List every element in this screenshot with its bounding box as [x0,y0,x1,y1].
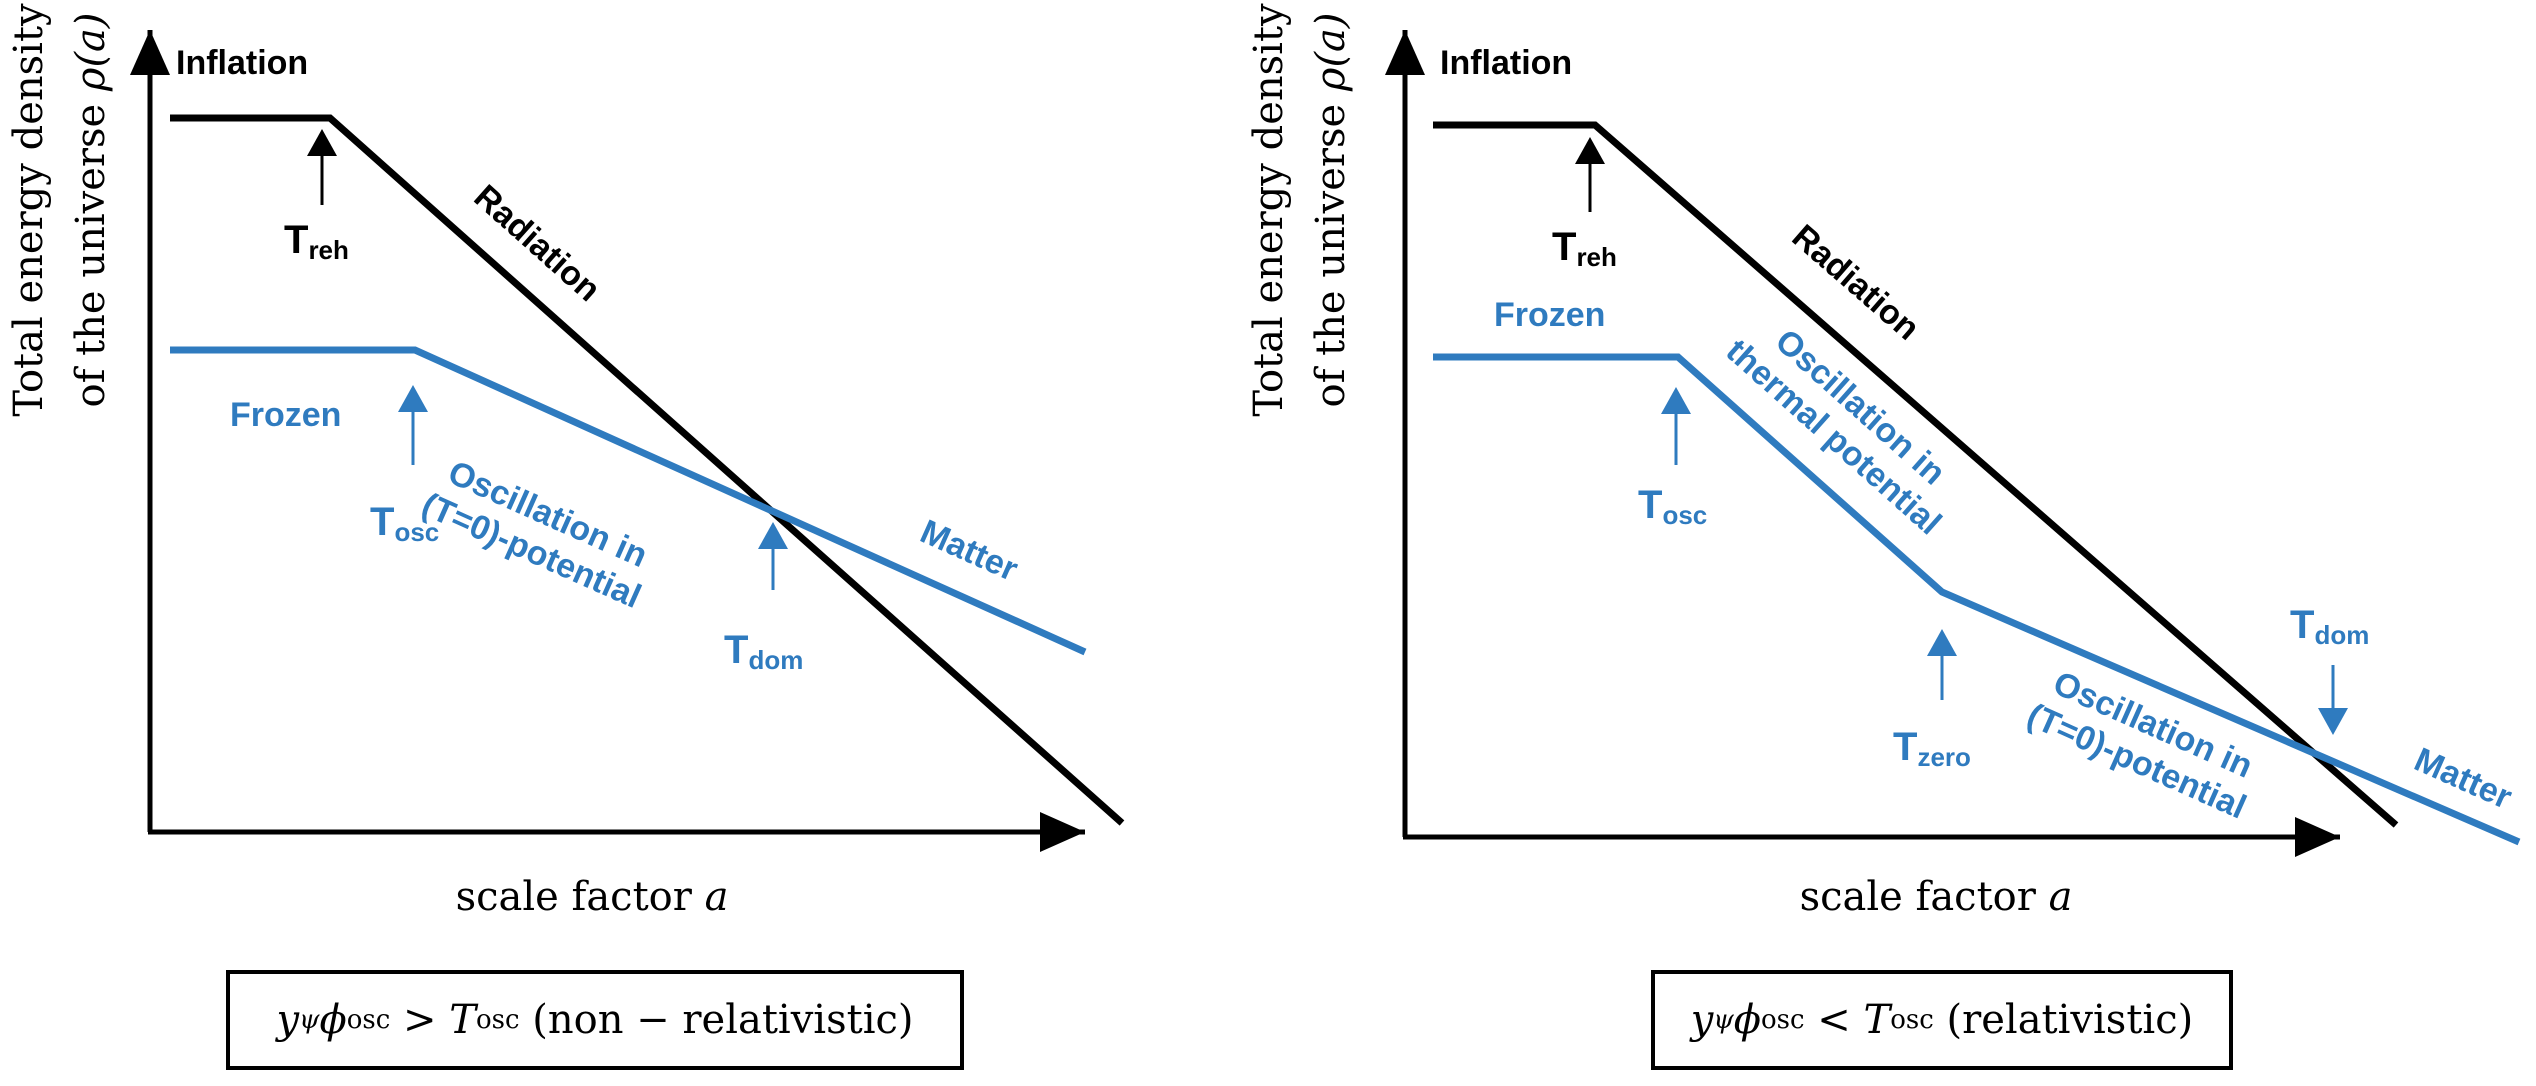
radiation-curve [1433,121,2399,828]
frozen-label: Frozen [1494,296,1605,334]
inflation-label: Inflation [1440,44,1572,82]
y-axis-label: Total energy density of the universe ρ(a… [1246,3,1354,417]
x-axis-label: scale factor a [1800,874,2073,920]
x-axis-label: scale factor a [456,874,729,920]
matter-label: Matter [915,513,1024,589]
t-dom-label: Tdom [2290,603,2369,650]
radiation-label: Radiation [467,178,608,309]
svg-text:Total energy density: Total energy density [6,3,52,417]
svg-text:of the universe ρ(a): of the universe ρ(a) [68,12,114,407]
left-panel: Total energy density of the universe ρ(a… [6,3,1125,920]
t-reh-label: Treh [1552,225,1617,272]
t-reh-label: Treh [284,218,349,265]
t-zero-label: Tzero [1893,725,1971,772]
oscillation-zero-label: Oscillation in (T=0)-potential [416,453,653,615]
t-osc-label: Tosc [370,500,439,547]
svg-text:of the universe ρ(a): of the universe ρ(a) [1308,12,1354,407]
svg-text:Total energy density: Total energy density [1246,3,1292,417]
t-osc-label: Tosc [1638,483,1707,530]
frozen-label: Frozen [230,396,341,434]
radiation-label: Radiation [1785,217,1927,347]
right-panel: Total energy density of the universe ρ(a… [1246,3,2521,920]
matter-label: Matter [2409,741,2518,817]
scalar-field-curve [1433,353,2521,846]
y-axis-label: Total energy density of the universe ρ(a… [6,3,114,417]
t-dom-label: Tdom [724,628,803,675]
radiation-curve [170,114,1125,826]
inflation-label: Inflation [176,44,308,82]
scalar-field-curve [170,346,1087,656]
